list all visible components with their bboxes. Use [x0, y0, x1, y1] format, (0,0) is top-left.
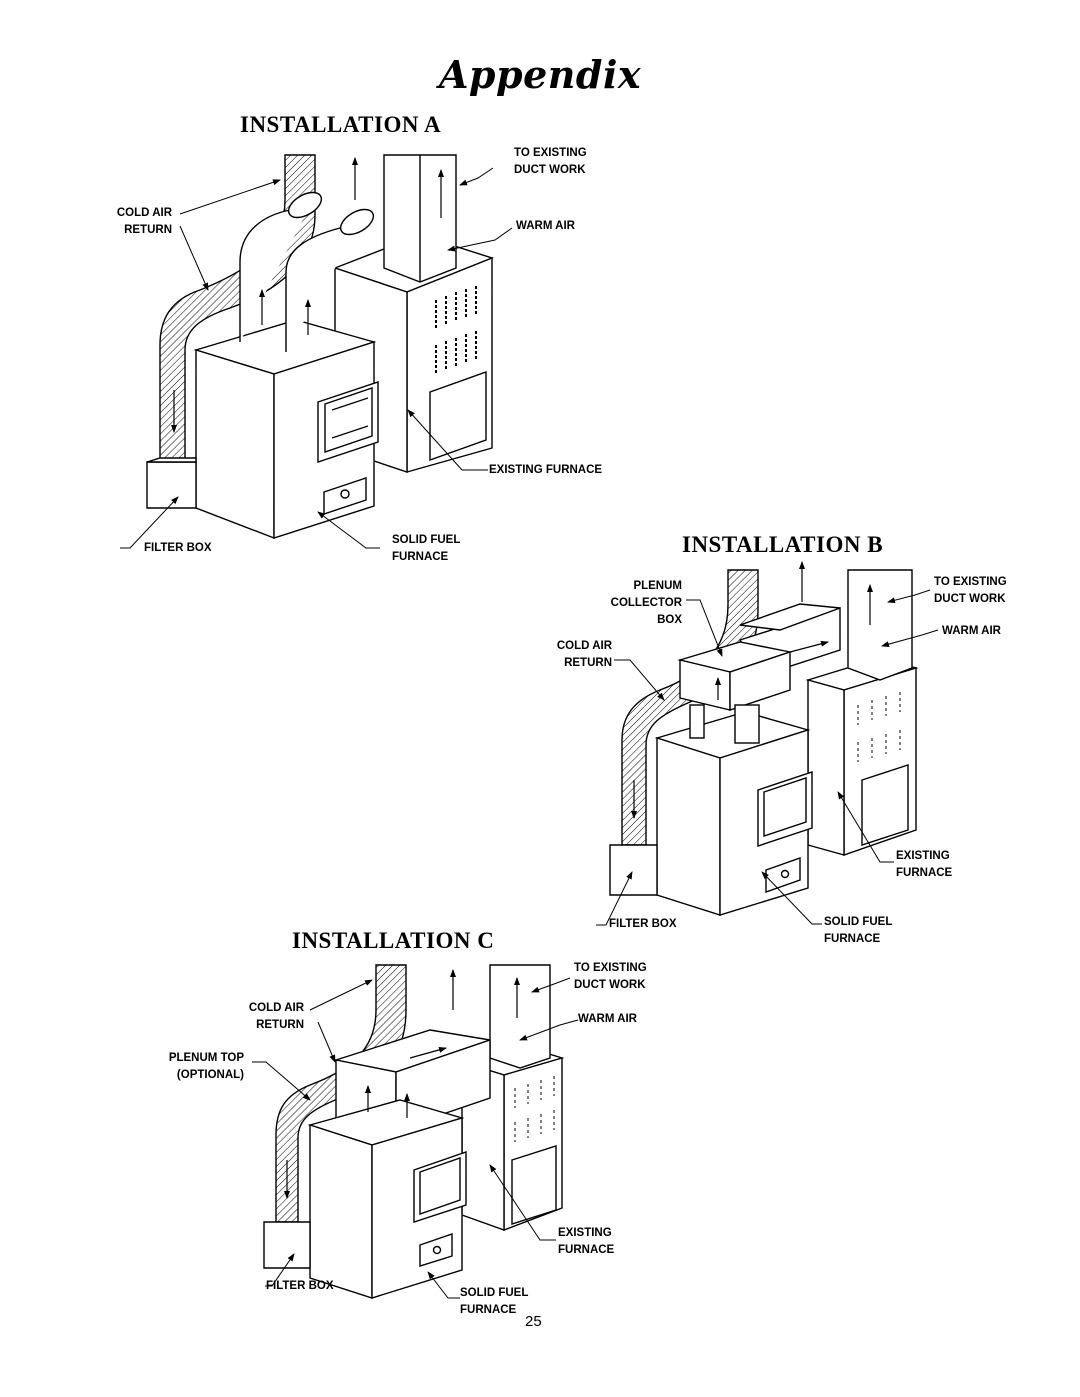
installation-a-title: INSTALLATION A [240, 112, 442, 137]
label-c-solid-fuel-furnace: SOLID FUEL FURNACE [460, 1287, 529, 1316]
installation-b-drawing [596, 561, 939, 926]
page-title: Appendix [438, 52, 642, 97]
label-b-cold-air-return: COLD AIR RETURN [556, 640, 612, 669]
installation-b-title: INSTALLATION B [682, 532, 884, 557]
label-c-filter-box: FILTER BOX [266, 1280, 334, 1292]
leader-lines-a [120, 167, 513, 549]
label-b-to-existing-duct-work: TO EXISTING DUCT WORK [934, 576, 1007, 605]
label-c-cold-air-return: COLD AIR RETURN [248, 1002, 304, 1031]
installation-a-drawing [120, 154, 513, 549]
solid-fuel-furnace-c [263, 1099, 467, 1299]
plenum-collector-box-b [677, 641, 793, 711]
existing-furnace-b [805, 569, 919, 856]
label-a-to-existing-duct-work: TO EXISTING DUCT WORK [514, 147, 587, 176]
air-flow-arrows-b [631, 561, 873, 819]
label-b-solid-fuel-furnace: SOLID FUEL FURNACE [824, 916, 893, 945]
leader-lines-c [252, 977, 579, 1299]
warm-air-pipes-a [239, 191, 375, 352]
leader-lines-b [596, 589, 939, 926]
label-b-warm-air: WARM AIR [942, 625, 1001, 637]
label-a-cold-air-return: COLD AIR RETURN [116, 207, 172, 236]
label-a-filter-box: FILTER BOX [144, 542, 212, 554]
label-c-to-existing-duct-work: TO EXISTING DUCT WORK [574, 962, 647, 991]
page-number: 25 [525, 1313, 542, 1330]
air-flow-arrows-c [284, 969, 520, 1199]
label-a-solid-fuel-furnace: SOLID FUEL FURNACE [392, 534, 461, 563]
label-b-plenum-collector-box: PLENUM COLLECTOR BOX [610, 580, 682, 626]
label-c-existing-furnace: EXISTING FURNACE [558, 1227, 615, 1256]
label-c-warm-air: WARM AIR [578, 1013, 637, 1025]
existing-furnace-c [459, 964, 565, 1232]
label-c-plenum-top-optional: PLENUM TOP (OPTIONAL) [168, 1052, 244, 1081]
label-b-existing-furnace: EXISTING FURNACE [896, 850, 953, 879]
label-a-warm-air: WARM AIR [516, 220, 575, 232]
installation-c-title: INSTALLATION C [292, 928, 495, 953]
label-a-existing-furnace: EXISTING FURNACE [489, 464, 603, 476]
label-b-filter-box: FILTER BOX [609, 918, 677, 930]
installation-c-drawing [252, 964, 579, 1299]
air-flow-arrows-a [171, 157, 444, 433]
existing-furnace-a [332, 154, 495, 473]
solid-fuel-furnace-b [609, 704, 813, 916]
solid-fuel-furnace-a [146, 319, 379, 540]
